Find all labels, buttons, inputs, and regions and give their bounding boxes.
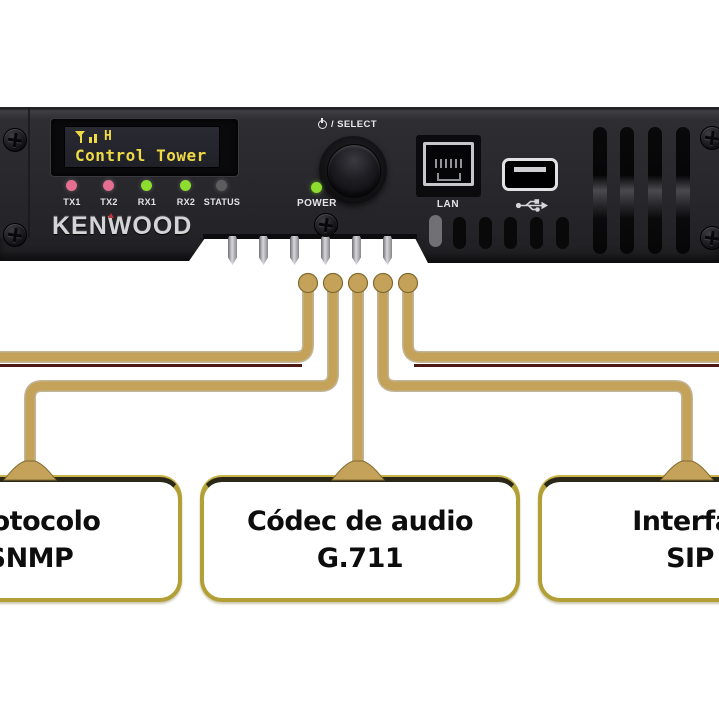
lan-port bbox=[416, 135, 481, 197]
chassis-bottom-left bbox=[0, 238, 205, 261]
callout-line: SIP bbox=[666, 543, 714, 574]
usb-tongue bbox=[514, 167, 546, 172]
led-label-rx1: RX1 bbox=[137, 197, 157, 207]
callout-interfaz-sip: Interfaz SIP bbox=[538, 477, 719, 602]
channel-indicator: H bbox=[104, 129, 112, 144]
led-label-tx1: TX1 bbox=[63, 197, 81, 207]
display-title: Control Tower bbox=[75, 146, 207, 165]
rack-ear-seam bbox=[28, 107, 30, 238]
callout-line: G.711 bbox=[316, 543, 404, 574]
led-rx2 bbox=[180, 180, 191, 191]
lan-label: LAN bbox=[436, 199, 460, 210]
rj45-latch-slot bbox=[436, 173, 461, 181]
callout-line: SNMP bbox=[0, 543, 74, 574]
connector-notch bbox=[203, 234, 417, 239]
callout-line: Códec de audio bbox=[246, 506, 474, 537]
screw bbox=[3, 128, 27, 152]
connector-pin bbox=[321, 236, 330, 265]
vent-slot-small bbox=[530, 217, 543, 249]
led-status bbox=[216, 180, 227, 191]
connector-pin bbox=[228, 236, 237, 265]
usb-port bbox=[502, 158, 558, 191]
callout-line: Interfaz bbox=[632, 506, 719, 537]
led-label-rx2: RX2 bbox=[176, 197, 196, 207]
oled-screen: H Control Tower bbox=[64, 126, 220, 168]
oled-display: H Control Tower bbox=[50, 118, 239, 177]
screw bbox=[700, 126, 719, 150]
vent-slot-small bbox=[556, 217, 569, 249]
vent-slot-small bbox=[504, 217, 517, 249]
signal-bar-icon bbox=[94, 134, 97, 143]
power-select-knob bbox=[327, 144, 381, 198]
screw bbox=[314, 213, 338, 237]
led-tx1 bbox=[66, 180, 77, 191]
connector-pin bbox=[352, 236, 361, 265]
vent-slot-small bbox=[429, 215, 442, 247]
screw bbox=[3, 223, 27, 247]
callout-protocol-snmp: Protocolo SNMP bbox=[0, 477, 182, 602]
usb-trident-icon bbox=[515, 197, 549, 219]
signal-bar-icon bbox=[89, 137, 92, 143]
rj45-contacts bbox=[434, 159, 463, 168]
vent-slot-small bbox=[479, 217, 492, 249]
callout-line: Protocolo bbox=[0, 506, 101, 537]
led-tx2 bbox=[103, 180, 114, 191]
screw bbox=[700, 226, 719, 250]
brand-logo: KENWOOD bbox=[52, 212, 193, 240]
connector-pin bbox=[383, 236, 392, 265]
power-label: POWER bbox=[297, 198, 337, 209]
status-icon-row: H bbox=[75, 129, 219, 144]
brand-red-mark bbox=[108, 213, 114, 218]
led-label-status: STATUS bbox=[203, 197, 241, 207]
vent-slot bbox=[593, 127, 607, 254]
power-select-label: / SELECT bbox=[318, 118, 398, 130]
vent-slot bbox=[676, 127, 690, 254]
rj45-frame bbox=[423, 142, 474, 186]
vent-slot bbox=[620, 127, 634, 254]
connector-pin bbox=[259, 236, 268, 265]
power-led bbox=[311, 182, 322, 193]
led-label-tx2: TX2 bbox=[100, 197, 118, 207]
led-rx1 bbox=[141, 180, 152, 191]
connector-pin bbox=[290, 236, 299, 265]
vent-slot-small bbox=[453, 217, 466, 249]
power-icon bbox=[318, 118, 327, 129]
callout-codec-g711: Códec de audio G.711 bbox=[200, 477, 520, 602]
kenwood-repeater-front-panel: H Control Tower TX1 TX2 RX1 RX2 STATUS K… bbox=[0, 107, 719, 265]
antenna-signal-icon bbox=[75, 131, 87, 143]
vent-slot bbox=[648, 127, 662, 254]
